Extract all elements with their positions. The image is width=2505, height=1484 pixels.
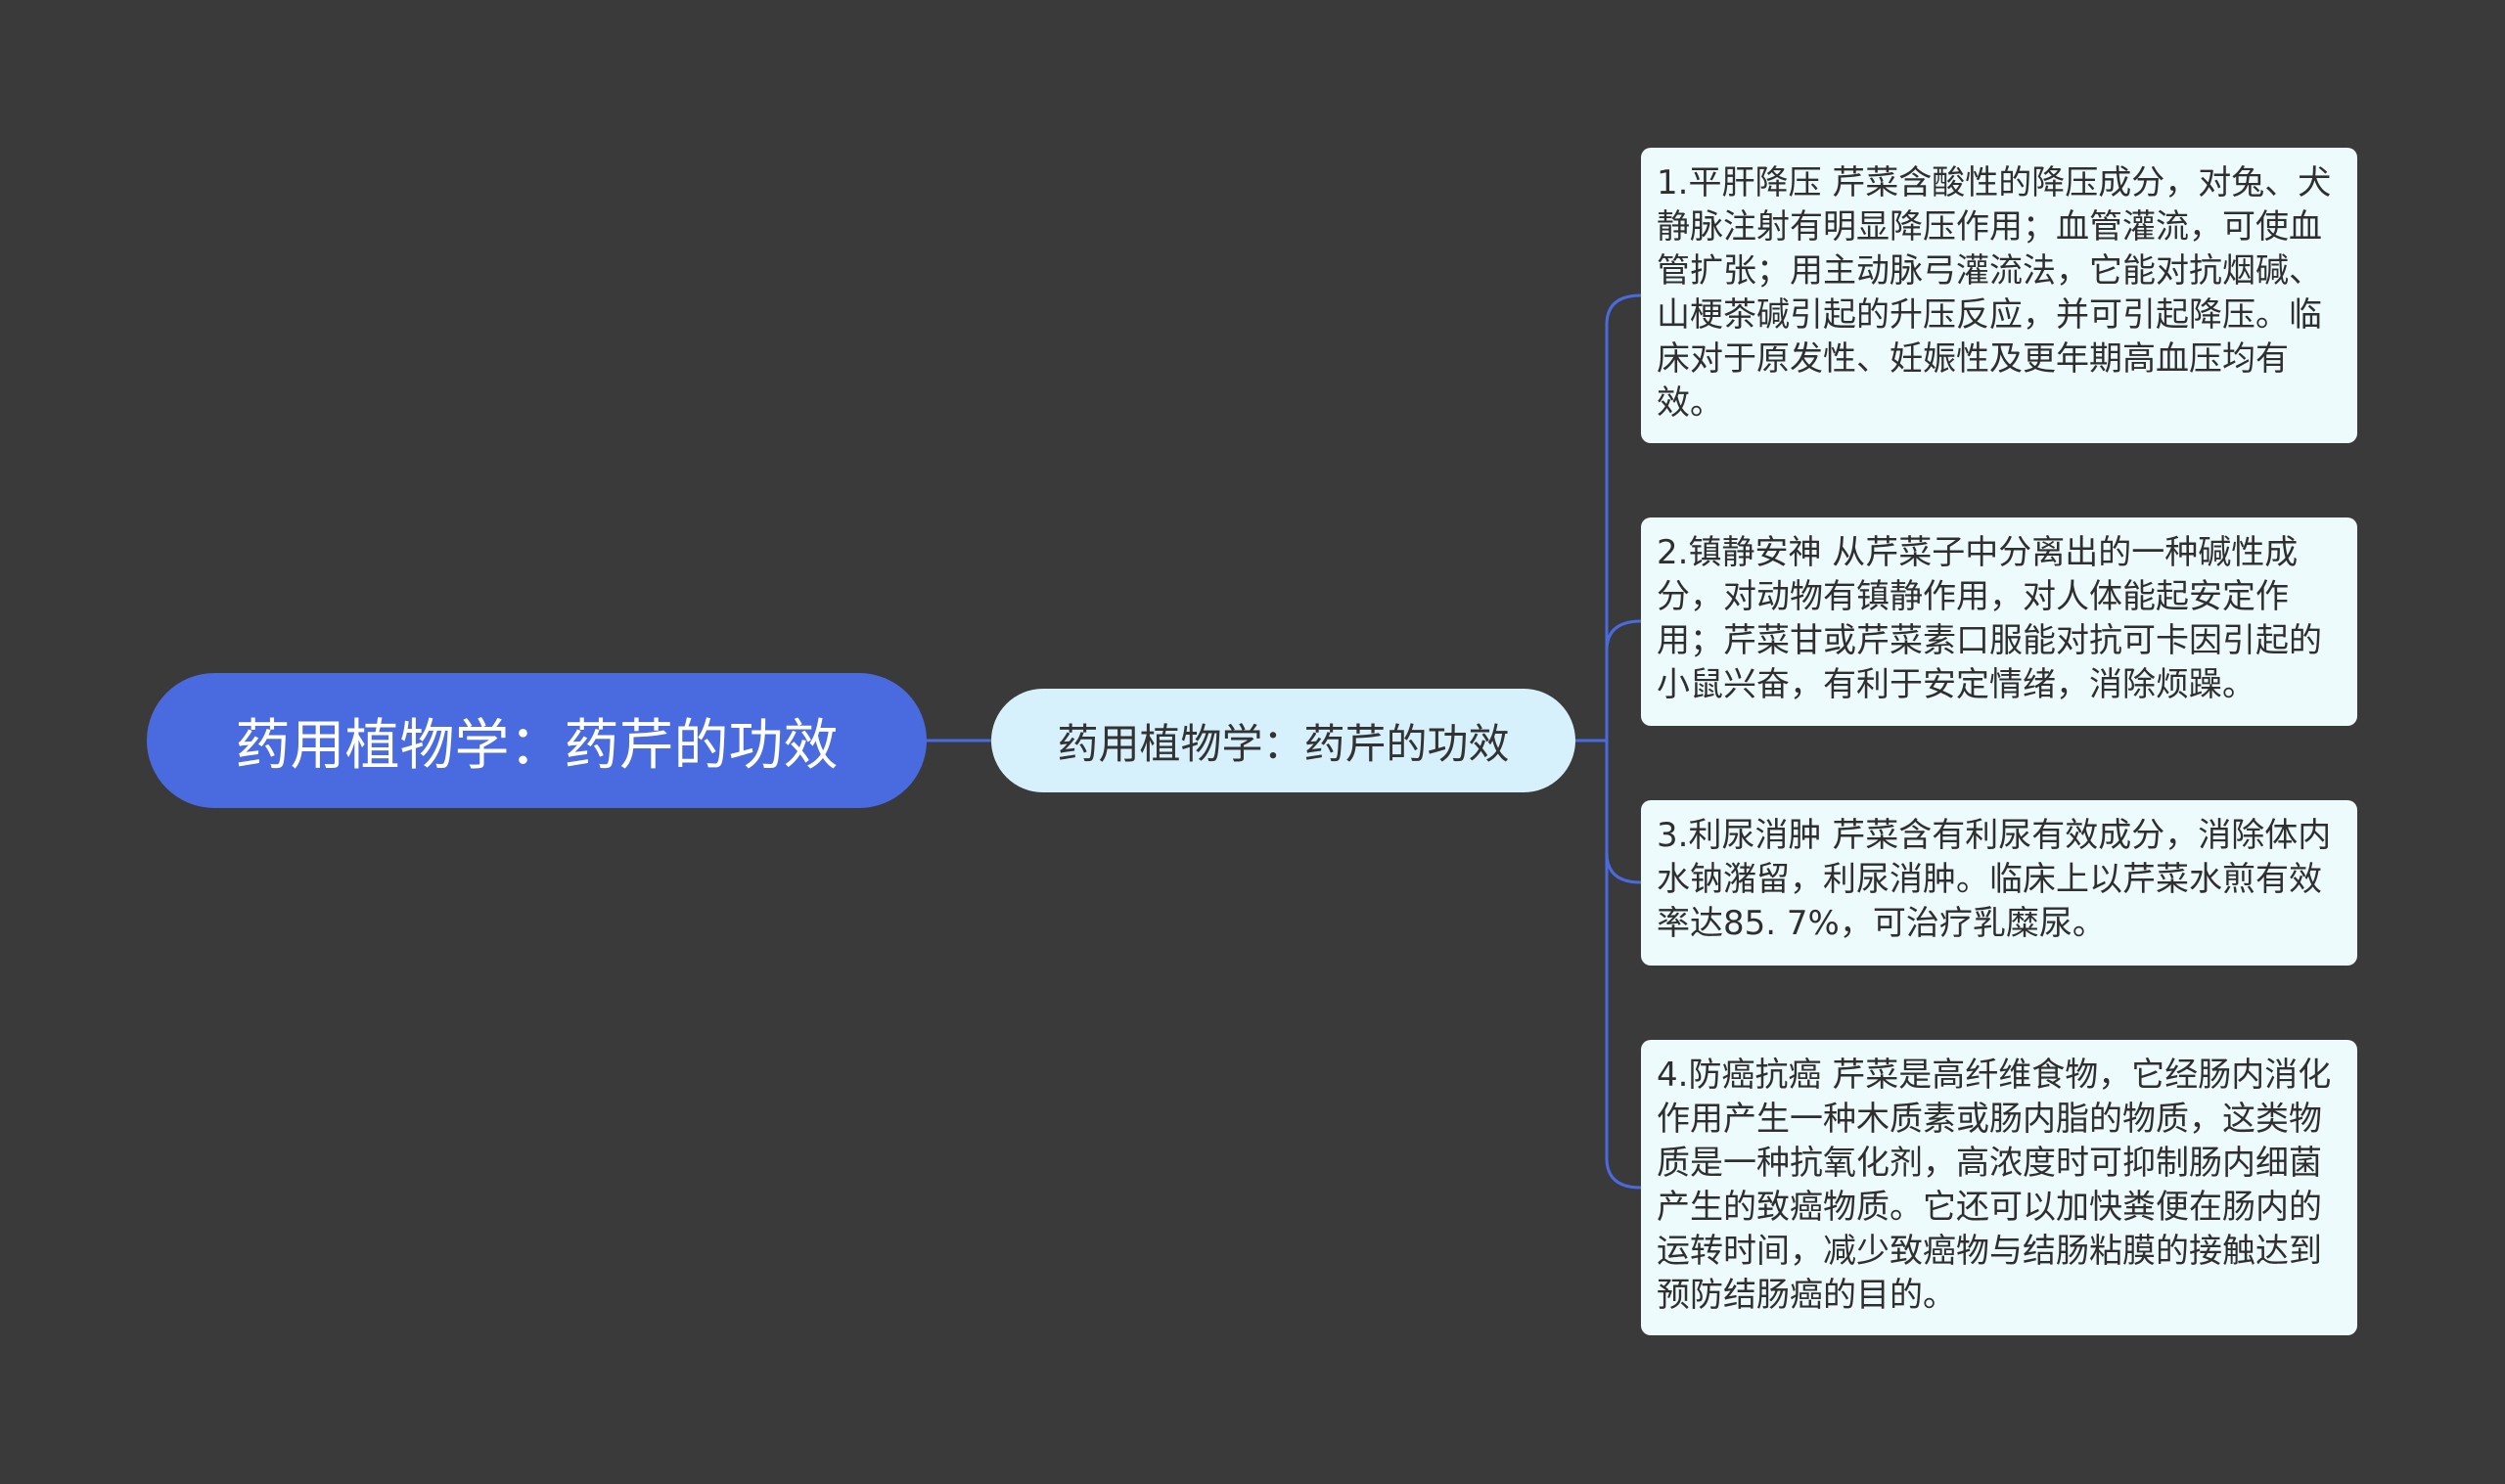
- branch-topic[interactable]: 药用植物学：药芹的功效: [991, 689, 1575, 792]
- connector-leaf-1: [1605, 293, 1642, 741]
- leaf-topic-text: 1.平肝降压 芹菜含酸性的降压成分，对兔、犬静脉注射有明显降压作用；血管灌流，可…: [1657, 163, 2332, 423]
- connector-leaf-3: [1605, 741, 1642, 884]
- connector-leaf-4: [1605, 741, 1642, 1190]
- leaf-topic-2[interactable]: 2.镇静安神 从芹菜子中分离出的一种碱性成分，对动物有镇静作用，对人体能起安定作…: [1641, 517, 2357, 726]
- leaf-topic-3[interactable]: 3.利尿消肿 芹菜含有利尿有效成分，消除体内水钠潴留，利尿消肿。临床上以芹菜水煎…: [1641, 800, 2357, 966]
- leaf-topic-text: 3.利尿消肿 芹菜含有利尿有效成分，消除体内水钠潴留，利尿消肿。临床上以芹菜水煎…: [1657, 816, 2332, 943]
- root-topic[interactable]: 药用植物学：药芹的功效: [147, 673, 927, 808]
- leaf-topic-text: 2.镇静安神 从芹菜子中分离出的一种碱性成分，对动物有镇静作用，对人体能起安定作…: [1657, 533, 2322, 704]
- leaf-topic-text: 4.防癌抗癌 芹菜是高纤维食物，它经肠内消化作用产生一种木质素或肠内脂的物质，这…: [1657, 1056, 2332, 1315]
- branch-topic-label: 药用植物学：药芹的功效: [1057, 719, 1510, 768]
- leaf-topic-1[interactable]: 1.平肝降压 芹菜含酸性的降压成分，对兔、犬静脉注射有明显降压作用；血管灌流，可…: [1641, 148, 2357, 443]
- connector-leaf-2: [1605, 619, 1642, 741]
- root-topic-label: 药用植物学：药芹的功效: [235, 713, 839, 778]
- leaf-topic-4[interactable]: 4.防癌抗癌 芹菜是高纤维食物，它经肠内消化作用产生一种木质素或肠内脂的物质，这…: [1641, 1040, 2357, 1335]
